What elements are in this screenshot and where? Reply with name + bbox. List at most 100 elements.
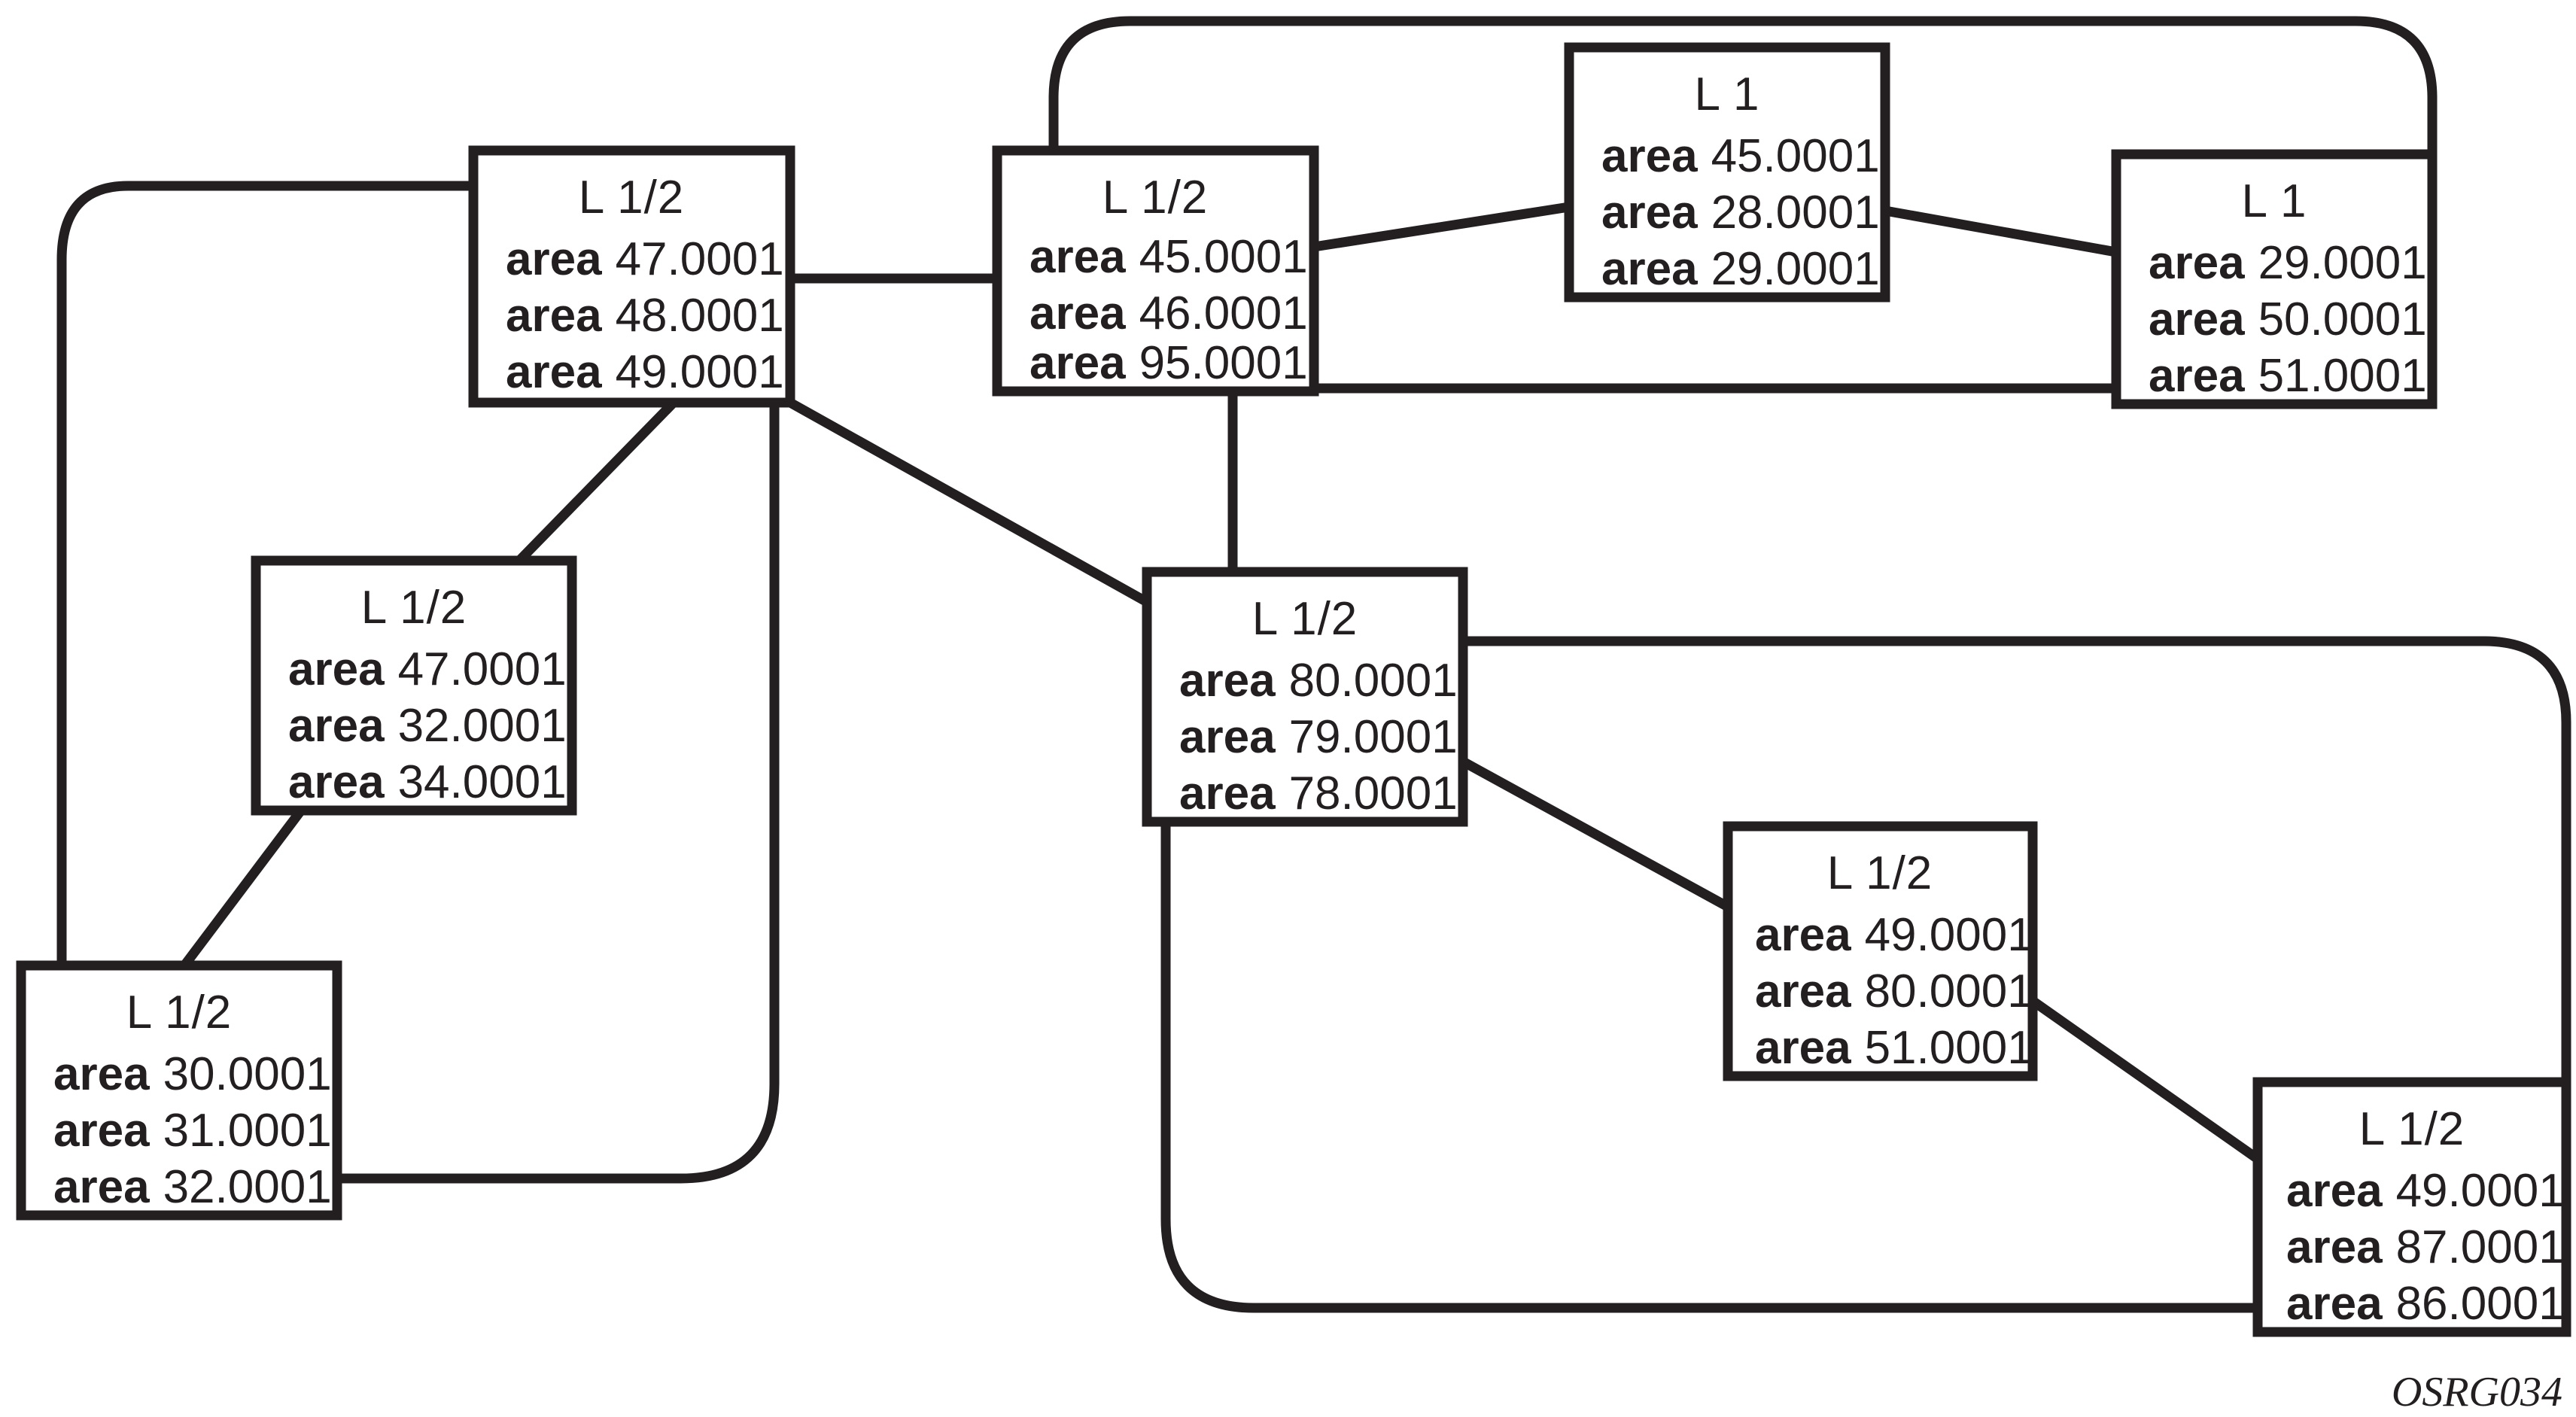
area-keyword: area <box>1029 287 1126 339</box>
link-n2-n4-arch <box>1048 16 2438 154</box>
area-keyword: area <box>506 290 602 342</box>
node-n1-area-2: 49.0001 <box>616 346 784 398</box>
node-n9-area-2: 86.0001 <box>2396 1278 2565 1330</box>
node-n9-box[interactable] <box>2252 1077 2571 1337</box>
node-n1-area-1: 48.0001 <box>616 290 784 342</box>
node-n7-area-0: 80.0001 <box>1289 655 1458 707</box>
node-n3-box[interactable] <box>1564 42 1890 303</box>
node-n7-area-row-2: area 78.0001 <box>1179 768 1458 819</box>
area-keyword: area <box>53 1105 150 1157</box>
area-keyword: area <box>1179 768 1276 819</box>
node-n8-area-0: 49.0001 <box>1865 909 2033 961</box>
links-layer <box>56 16 2571 1313</box>
area-keyword: area <box>2149 350 2245 402</box>
node-n8-area-1: 80.0001 <box>1865 965 2033 1017</box>
node-n8-box[interactable] <box>1723 821 2038 1081</box>
node-n8-area-row-2: area 51.0001 <box>1755 1022 2033 1074</box>
node-n8-title: L 1/2 <box>1827 847 1933 899</box>
node-n6-title: L 1/2 <box>126 987 233 1038</box>
node-n5-box[interactable] <box>251 555 577 816</box>
node-n2-area-2: 95.0001 <box>1139 337 1308 389</box>
link-n1-n7 <box>787 398 1150 607</box>
node-n4-area-0: 29.0001 <box>2258 237 2427 289</box>
node-n8-area-row-1: area 80.0001 <box>1755 965 2033 1017</box>
node-n9-title: L 1/2 <box>2359 1103 2465 1155</box>
node-n3-area-2: 29.0001 <box>1711 243 1880 295</box>
node-n2-title: L 1/2 <box>1102 172 1209 223</box>
node-n1-title: L 1/2 <box>579 172 685 223</box>
area-keyword: area <box>2149 293 2245 345</box>
node-n6-area-1: 31.0001 <box>163 1105 332 1157</box>
node-n3-area-0: 45.0001 <box>1711 130 1880 182</box>
area-keyword: area <box>1755 1022 1851 1074</box>
node-n5-title: L 1/2 <box>361 582 467 634</box>
node-n4-box[interactable] <box>2111 149 2438 409</box>
node-n2-area-0: 45.0001 <box>1139 231 1308 283</box>
node-n7-box[interactable] <box>1142 567 1468 827</box>
link-n5-n6 <box>180 807 306 968</box>
node-n4-title: L 1 <box>2242 175 2307 227</box>
node-n4-area-1: 50.0001 <box>2258 293 2427 345</box>
area-keyword: area <box>506 346 602 398</box>
area-keyword: area <box>53 1161 150 1213</box>
node-n7-area-2: 78.0001 <box>1289 768 1458 819</box>
node-n7-area-1: 79.0001 <box>1289 711 1458 763</box>
node-n6-box[interactable] <box>16 960 342 1221</box>
node-n8-area-row-0: area 49.0001 <box>1755 909 2033 961</box>
link-n1-n5 <box>516 399 677 564</box>
node-n5-area-2: 34.0001 <box>398 756 567 808</box>
area-keyword: area <box>288 756 385 808</box>
link-n3-n4 <box>1884 205 2118 257</box>
area-keyword: area <box>1755 965 1851 1017</box>
node-n5-area-1: 32.0001 <box>398 700 567 752</box>
area-keyword: area <box>1179 711 1276 763</box>
figure-code-label: OSRG034 <box>2392 1369 2562 1415</box>
link-n7-n9-top <box>1463 636 2571 1082</box>
link-n7-n8 <box>1460 757 1731 911</box>
area-keyword: area <box>1601 130 1698 182</box>
area-keyword: area <box>1029 337 1126 389</box>
node-n8-area-2: 51.0001 <box>1865 1022 2033 1074</box>
area-keyword: area <box>288 643 385 695</box>
node-n1-box[interactable] <box>468 145 795 408</box>
area-keyword: area <box>1755 909 1851 961</box>
node-n1-area-row-1: area 48.0001 <box>506 290 784 342</box>
node-n2-box[interactable] <box>992 145 1319 397</box>
node-n3-area-1: 28.0001 <box>1711 187 1880 239</box>
node-n8[interactable]: L 1/2 area 49.0001 area 80.0001 area 51.000… <box>1723 821 2038 1081</box>
area-keyword: area <box>1601 187 1698 239</box>
area-keyword: area <box>2149 237 2245 289</box>
link-n8-n9 <box>2030 996 2261 1163</box>
area-keyword: area <box>53 1048 150 1100</box>
link-n1-n6-left <box>56 181 473 965</box>
node-n2-area-1: 46.0001 <box>1139 287 1308 339</box>
link-n2-n3 <box>1312 202 1571 252</box>
